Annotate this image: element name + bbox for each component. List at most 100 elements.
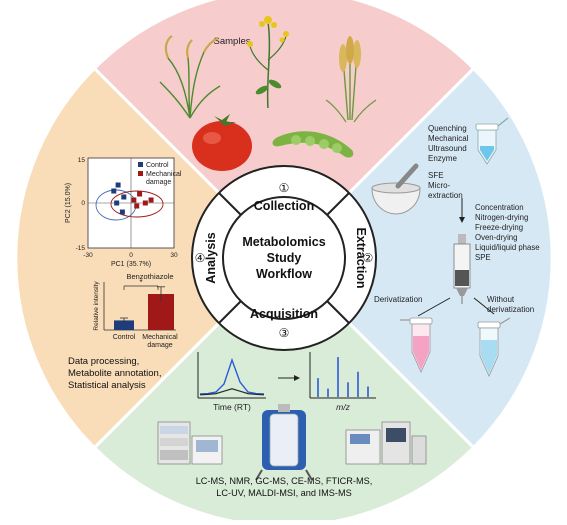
gc-ms-instrument-icon	[345, 421, 427, 465]
pea-pod-icon	[272, 131, 354, 158]
analysis-note-3: Statistical analysis	[68, 380, 146, 391]
pca-plot: Control Mechanical damage 15 0 -15 -30 0…	[65, 157, 182, 268]
drying-3: Freeze-drying	[475, 223, 523, 232]
analysis-label: Analysis	[204, 232, 218, 283]
ring-divider-sw	[218, 300, 242, 324]
pca-point-control-4	[115, 182, 121, 188]
bar-title: Benzothiazole	[126, 272, 173, 281]
legend-damage-swatch	[138, 171, 143, 176]
pca-ytick-top: 15	[78, 157, 86, 164]
drying-2: Nitrogen-drying	[475, 213, 528, 222]
mass-spectrum: m/z	[309, 352, 376, 412]
chrom-series-2	[199, 388, 265, 396]
pca-xtick-right: 30	[170, 252, 178, 259]
ring-divider-se	[326, 300, 350, 324]
analysis-number: ④	[195, 251, 206, 265]
bar-cat-damage-1: Mechanical	[142, 334, 178, 341]
hub-line1: Metabolomics	[242, 235, 325, 249]
hub-line3: Workflow	[256, 267, 312, 281]
chrom-series-1	[199, 357, 265, 395]
legend-damage-1: Mechanical	[146, 171, 182, 178]
pink-tube-icon	[400, 317, 433, 373]
techniques-line-1: LC-MS, NMR, GC-MS, CE-MS, FTICR-MS,	[196, 476, 373, 486]
method-4: Enzyme	[428, 154, 457, 163]
tube-icon	[475, 117, 509, 165]
extraction-number: ②	[363, 251, 374, 265]
pca-point-damage-1	[137, 191, 143, 197]
collection-number: ①	[279, 181, 290, 195]
extraction-label: Extraction	[354, 227, 368, 288]
bar-cat-control: Control	[113, 334, 136, 341]
lc-instrument-icon	[157, 421, 223, 465]
legend-control-swatch	[138, 162, 143, 167]
rapeseed-plant-icon	[247, 16, 289, 109]
pca-point-damage-2	[142, 200, 148, 206]
bar-control	[114, 320, 134, 330]
arrow-head	[459, 217, 465, 223]
method-1: Quenching	[428, 124, 467, 133]
method-2: Mechanical	[428, 134, 469, 143]
analysis-sector	[14, 66, 287, 450]
without-label-1: Without	[487, 295, 515, 304]
derivatization-label: Derivatization	[374, 295, 422, 304]
ring-divider-nw	[218, 192, 242, 216]
legend-control: Control	[146, 162, 169, 169]
sfe-2: Micro-	[428, 181, 451, 190]
acquisition-number: ③	[279, 326, 290, 340]
pca-ylabel: PC2 (15.0%)	[65, 183, 72, 223]
benzothiazole-bar-plot: Benzothiazole * Relative intensity Contr…	[93, 272, 178, 349]
time-label: Time (RT)	[213, 402, 251, 412]
collection-label: Collection	[254, 199, 314, 213]
pca-ytick-bot: -15	[76, 245, 86, 252]
sfe-1: SFE	[428, 171, 444, 180]
samples-title: Samples	[214, 36, 251, 47]
analysis-note-2: Metabolite annotation,	[68, 368, 161, 379]
pca-point-control-2	[119, 209, 125, 215]
acq-arrow-head	[294, 375, 300, 381]
damage-ellipse	[110, 190, 164, 218]
sfe-3: extraction	[428, 191, 463, 200]
acquisition-label: Acquisition	[250, 307, 318, 321]
acquisition-panel: Time (RT) m/z	[157, 352, 427, 498]
extraction-panel: Quenching Mechanical Ultrasound Enzyme S…	[371, 117, 540, 377]
legend-damage-2: damage	[146, 179, 171, 186]
arrow-without	[473, 297, 495, 315]
spe-cartridge-icon	[453, 234, 471, 304]
pca-point-control-0	[111, 188, 117, 194]
pca-ytick-mid: 0	[81, 200, 85, 207]
mortar-pestle-icon	[371, 163, 421, 215]
pca-xtick-mid: 0	[129, 252, 133, 259]
drying-6: SPE	[475, 253, 491, 262]
nmr-instrument-icon	[255, 404, 313, 481]
drying-4: Oven-drying	[475, 233, 517, 242]
hub-circle	[222, 196, 346, 320]
chromatogram: Time (RT)	[197, 352, 266, 412]
pca-xtick-left: -30	[83, 252, 93, 259]
analysis-note-1: Data processing,	[68, 356, 139, 367]
tomato-icon	[192, 114, 252, 171]
bar-ylabel: Relative intensity	[93, 281, 100, 331]
ring-divider-ne	[326, 192, 350, 216]
pca-point-damage-3	[148, 197, 154, 203]
method-3: Ultrasound	[428, 144, 467, 153]
without-label-2: derivatization	[487, 305, 534, 314]
pca-point-control-1	[114, 200, 120, 206]
bar-cat-damage-2: damage	[147, 342, 172, 349]
mz-label: m/z	[336, 402, 350, 412]
wheat-plant-icon	[325, 36, 377, 123]
drying-1: Concentration	[475, 203, 524, 212]
blue-tube-icon	[477, 317, 511, 377]
pca-point-damage-4	[134, 203, 140, 209]
techniques-line-2: LC-UV, MALDI-MSI, and IMS-MS	[216, 488, 351, 498]
hub-line2: Study	[267, 251, 302, 265]
sig-star: *	[139, 278, 142, 287]
pca-xlabel: PC1 (35.7%)	[111, 261, 151, 268]
arrow-derivatization	[417, 297, 451, 317]
pca-point-control-3	[121, 194, 127, 200]
samples-panel: Samples	[159, 16, 377, 171]
drying-5: Liquid/liquid phase	[475, 243, 540, 252]
analysis-panel: Control Mechanical damage 15 0 -15 -30 0…	[65, 157, 182, 391]
inner-ring: Metabolomics Study Workflow ① Collection…	[191, 165, 377, 351]
